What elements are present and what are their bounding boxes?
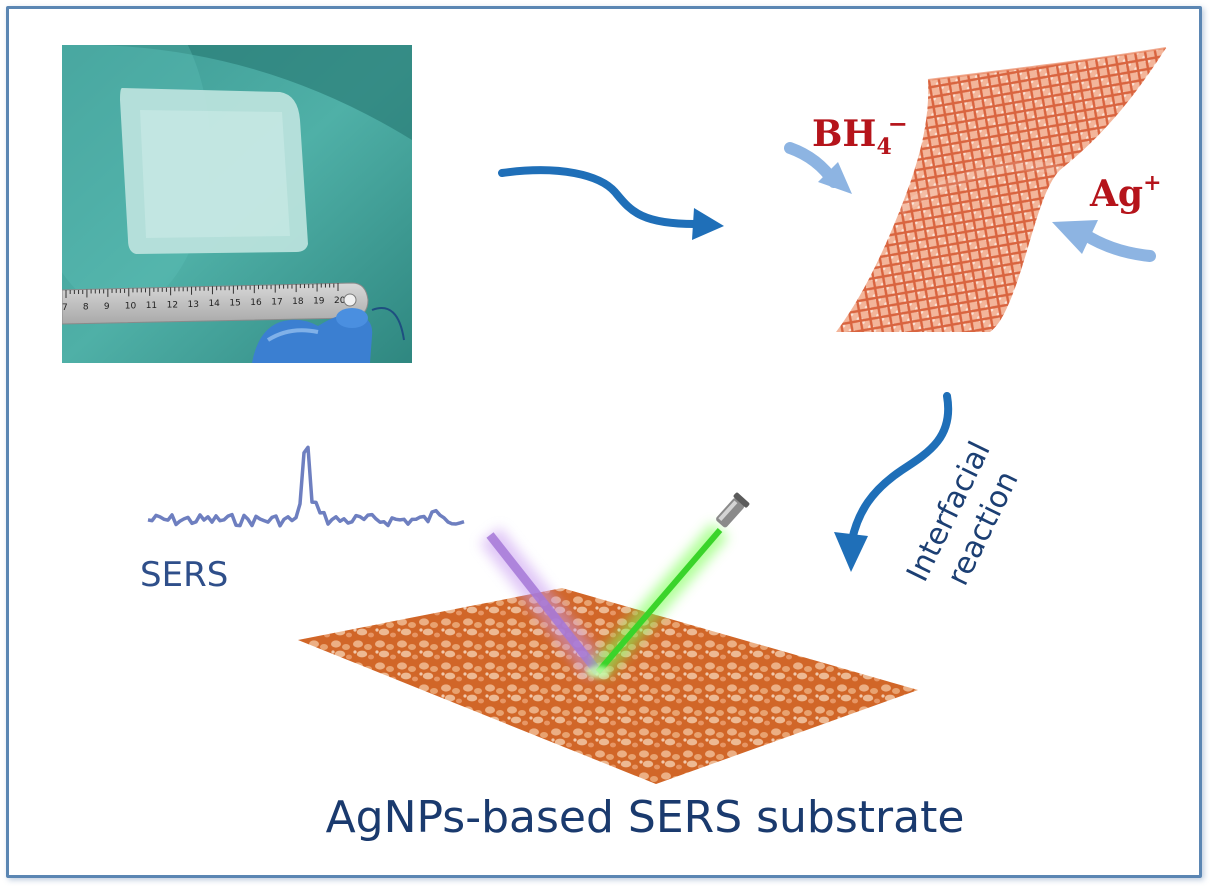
sers-label: SERS <box>140 555 229 595</box>
ruler: 7 8 9 10 11 12 13 14 15 16 17 18 19 20 <box>62 282 369 325</box>
ruler-number: 13 <box>188 300 199 310</box>
ruler-number: 12 <box>167 300 178 310</box>
ag-charge: + <box>1143 170 1162 196</box>
bh4-subscript: 4 <box>876 134 892 160</box>
ruler-number: 20 <box>334 296 346 306</box>
ruler-number: 15 <box>229 299 240 309</box>
ruler-number: 8 <box>83 302 89 312</box>
ruler-number: 14 <box>208 299 220 309</box>
sers-substrate <box>298 588 918 784</box>
laser-probe <box>716 492 750 528</box>
ag-ion-label: Ag+ <box>1090 172 1162 212</box>
gloved-hand <box>252 307 405 363</box>
process-arrow-1 <box>498 166 724 240</box>
membrane-photo: 7 8 9 10 11 12 13 14 15 16 17 18 19 20 <box>62 45 412 363</box>
bh4-base: BH <box>812 113 877 155</box>
fiber-mesh <box>836 47 1167 332</box>
ruler-number: 18 <box>292 297 304 307</box>
ruler-number: 11 <box>146 301 157 311</box>
scattered-beam <box>479 526 609 681</box>
ag-arrow <box>1052 220 1156 262</box>
ag-base: Ag <box>1090 173 1144 215</box>
bh4-ion-label: BH4− <box>812 109 908 160</box>
ruler-number: 19 <box>313 297 325 307</box>
process-arrow-2 <box>834 392 953 572</box>
sers-spectrum <box>147 445 465 528</box>
ruler-number: 16 <box>250 298 262 308</box>
excitation-laser <box>586 522 729 680</box>
ruler-number: 9 <box>104 302 110 312</box>
ruler-number: 7 <box>62 303 68 313</box>
ruler-number: 17 <box>271 298 282 308</box>
figure-frame <box>6 6 1202 878</box>
ruler-number: 10 <box>125 301 137 311</box>
figure-caption: AgNPs-based SERS substrate <box>325 792 965 843</box>
bh4-arrow <box>784 142 852 194</box>
bh4-charge: − <box>887 109 908 138</box>
